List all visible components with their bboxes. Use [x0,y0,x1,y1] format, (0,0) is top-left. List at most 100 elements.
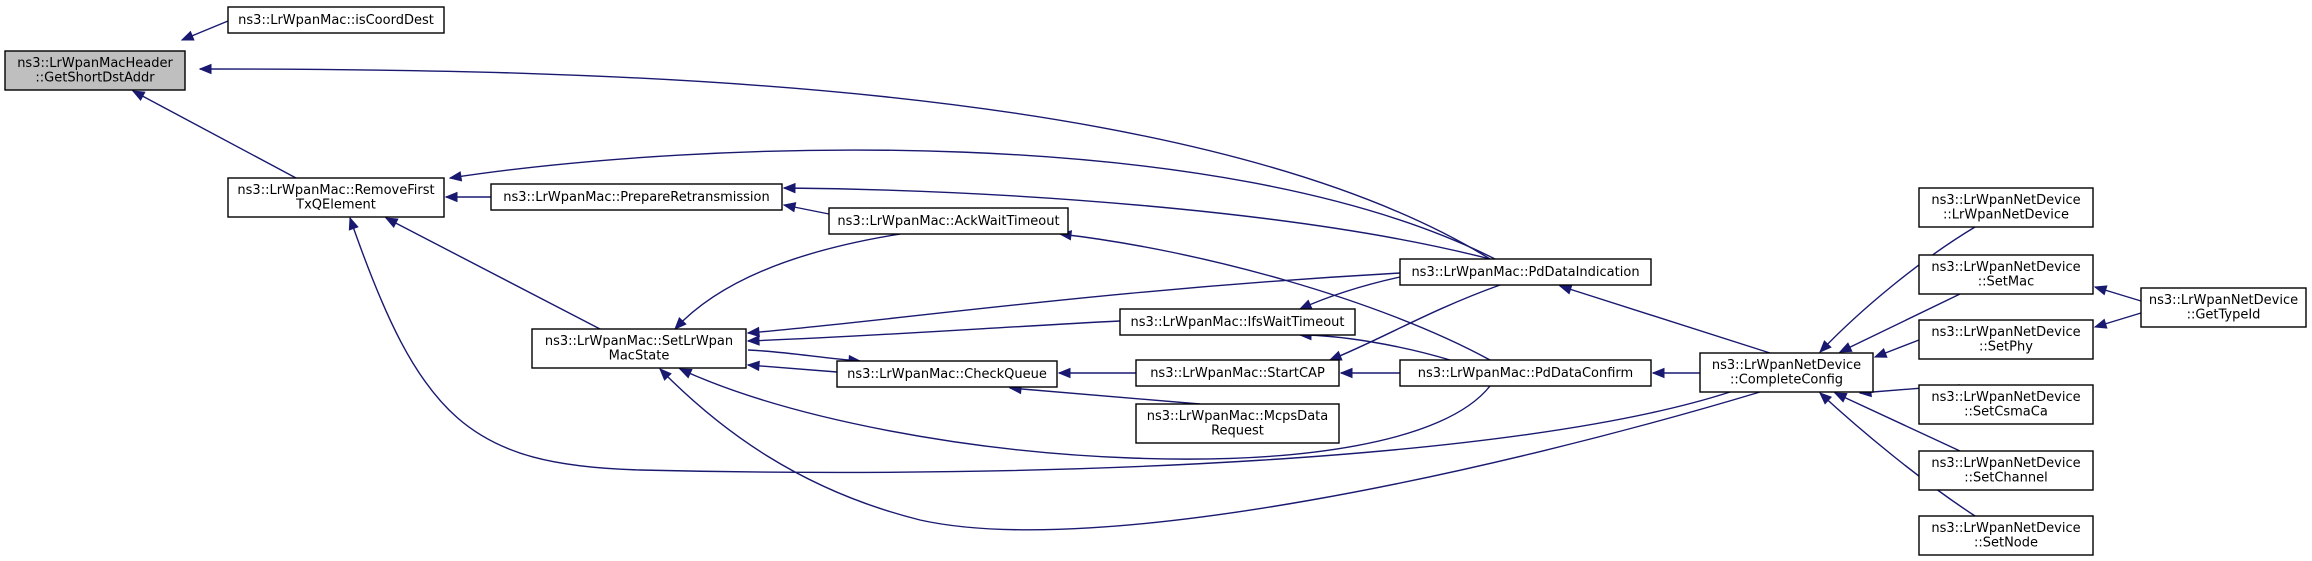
edge-ack-wait-to-set-lr-wpan [674,233,901,330]
arrowhead-icon [746,360,760,372]
edge-pd-data-ind-to-ifs-wait [1298,276,1401,310]
arrowhead-icon [782,202,797,213]
node-label: ns3::LrWpanNetDevice [1931,390,2080,405]
node-start-cap[interactable]: ns3::LrWpanMac::StartCAP [1135,359,1340,387]
edge-line [747,364,838,373]
node-ack-wait[interactable]: ns3::LrWpanMac::AckWaitTimeout [828,207,1069,235]
node-box [227,177,445,218]
edge-ack-wait-to-prepare-retrans [782,202,830,215]
node-box [1918,384,2094,425]
edge-start-cap-to-check-queue [1057,367,1136,379]
edge-line [1834,392,1961,452]
node-box [1399,258,1652,286]
node-box [1918,187,2094,228]
node-prepare-retrans[interactable]: ns3::LrWpanMac::PrepareRetransmission [490,183,783,211]
edge-line [1059,233,1491,361]
edge-line [674,233,901,330]
node-label: ns3::LrWpanMac::SetLrWpan [545,334,733,349]
arrowhead-icon [1558,284,1573,295]
edge-set-mac-to-complete-config [1838,293,1961,353]
edge-prepare-retrans-to-remove-first [444,191,491,203]
arrowhead-icon [2093,285,2108,296]
node-root[interactable]: ns3::LrWpanMacHeader::GetShortDstAddr [4,50,186,91]
node-get-type-id[interactable]: ns3::LrWpanNetDevice::GetTypeId [2140,287,2307,328]
node-set-phy[interactable]: ns3::LrWpanNetDevice::SetPhy [1918,319,2094,360]
node-net-device-ctor[interactable]: ns3::LrWpanNetDevice::LrWpanNetDevice [1918,187,2094,228]
edge-pd-data-ind-to-root [198,63,1491,260]
arrowhead-icon [348,216,359,231]
node-box [1119,308,1356,336]
node-box [4,50,186,91]
arrowhead-icon [1057,367,1071,379]
edge-remove-first-to-root [131,90,297,179]
edge-line [1299,276,1401,310]
edges-layer [131,20,2142,531]
arrowhead-icon [1328,350,1343,361]
arrowhead-icon [674,317,687,330]
node-check-queue[interactable]: ns3::LrWpanMac::CheckQueue [836,360,1058,388]
node-label: ::CompleteConfig [1730,373,1843,388]
edge-line [747,272,1401,334]
node-ifs-wait[interactable]: ns3::LrWpanMac::IfsWaitTimeout [1119,308,1356,336]
edge-line [747,320,1121,342]
edge-line [385,217,601,330]
node-label: ns3::LrWpanMac::PdDataIndication [1411,265,1639,280]
edge-line [132,90,297,179]
node-label: ns3::LrWpanMac::RemoveFirst [237,183,434,198]
node-label: ns3::LrWpanNetDevice [1931,193,2080,208]
edge-set-node-to-complete-config [1819,392,1976,517]
node-label: ns3::LrWpanNetDevice [1931,456,2080,471]
edge-complete-config-to-pd-data-conf [1651,367,1700,379]
node-label: ns3::LrWpanNetDevice [1931,521,2080,536]
node-label: ::SetChannel [1964,471,2047,486]
node-label: ns3::LrWpanNetDevice [2149,293,2298,308]
edge-line [1819,226,1976,353]
edge-line [659,368,1761,531]
node-is-coord-dest[interactable]: ns3::LrWpanMac::isCoordDest [227,6,445,34]
edge-line [783,187,1491,260]
node-pd-data-ind[interactable]: ns3::LrWpanMac::PdDataIndication [1399,258,1652,286]
node-label: Request [1211,424,1264,439]
node-label: ns3::LrWpanMac::IfsWaitTimeout [1130,315,1344,330]
node-set-mac[interactable]: ns3::LrWpanNetDevice::SetMac [1918,254,2094,295]
arrowhead-icon [678,368,693,379]
node-label: ns3::LrWpanMac::AckWaitTimeout [837,214,1059,229]
node-complete-config[interactable]: ns3::LrWpanNetDevice::CompleteConfig [1699,352,1874,393]
node-box [1135,403,1340,444]
node-label: ns3::LrWpanMacHeader [17,56,173,71]
node-box [1918,319,2094,360]
edge-pd-data-ind-to-prepare-retrans [782,182,1491,260]
node-label: ns3::LrWpanMac::CheckQueue [847,367,1047,382]
edge-line [349,217,1731,474]
node-set-node[interactable]: ns3::LrWpanNetDevice::SetNode [1918,515,2094,556]
node-box [1918,254,2094,295]
edge-line [199,68,1491,260]
node-pd-data-conf[interactable]: ns3::LrWpanMac::PdDataConfirm [1399,359,1652,387]
arrowhead-icon [198,63,212,75]
arrowhead-icon [746,335,760,346]
node-label: ns3::LrWpanNetDevice [1931,325,2080,340]
edge-complete-config-to-pd-data-ind [1558,284,1771,354]
node-box [490,183,783,211]
node-label: ::SetNode [1974,536,2038,551]
node-box [828,207,1069,235]
node-box [1699,352,1874,393]
node-label: ::LrWpanNetDevice [1943,208,2069,223]
node-set-csma-ca[interactable]: ns3::LrWpanNetDevice::SetCsmaCa [1918,384,2094,425]
node-label: MacState [609,349,670,364]
node-box [836,360,1058,388]
node-label: ns3::LrWpanNetDevice [1712,358,1861,373]
edge-line [1329,284,1501,361]
edge-pd-data-conf-to-set-lr-wpan [678,368,1491,460]
arrowhead-icon [1651,367,1665,379]
arrowhead-icon [1838,342,1853,353]
node-box [227,6,445,34]
node-set-channel[interactable]: ns3::LrWpanNetDevice::SetChannel [1918,450,2094,491]
arrowhead-icon [782,182,796,194]
edge-pd-data-conf-to-start-cap [1339,367,1400,379]
node-label: ::SetCsmaCa [1964,405,2048,420]
